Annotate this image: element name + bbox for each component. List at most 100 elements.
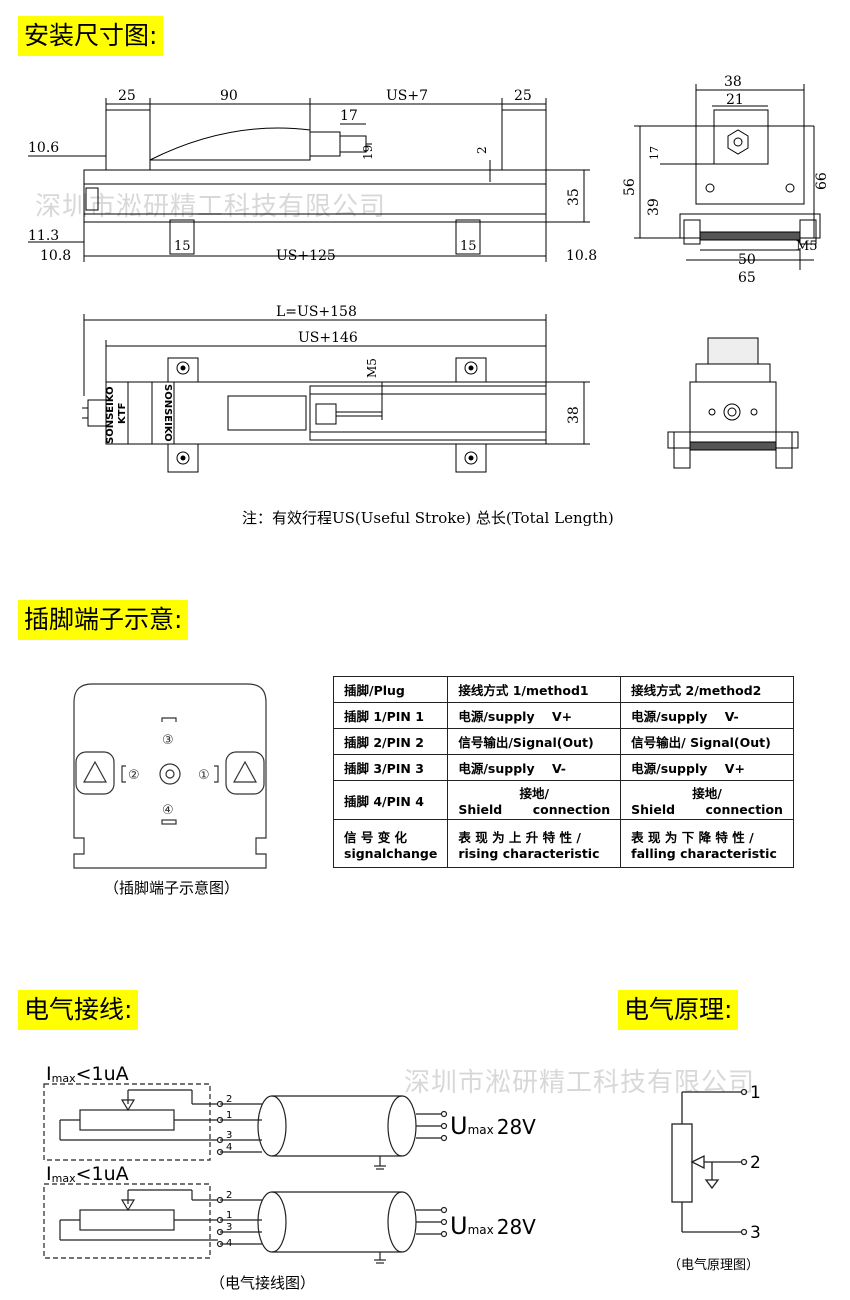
table-header-method2: 接线方式 2/method2 xyxy=(620,676,794,703)
wire-pin-2: 2 xyxy=(226,1094,232,1105)
table-row: 信 号 变 化 signalchange 表 现 为 上 升 特 性 / ris… xyxy=(332,819,794,868)
watermark-top: 深圳市淞研精工科技有限公司 xyxy=(35,192,387,222)
pin-3-label: ③ xyxy=(162,733,174,748)
side-dim-66: 66 xyxy=(814,172,830,190)
table-cell: 信号输出/ Signal(Out) xyxy=(620,728,794,755)
dim-10-6: 10.6 xyxy=(28,140,59,156)
table-cell: 接地/ Shield connection xyxy=(620,780,794,820)
section-install-title: 安装尺寸图: xyxy=(18,16,164,56)
principle-pin-3: 3 xyxy=(750,1223,761,1243)
side-dim-56: 56 xyxy=(622,178,638,196)
side-dim-21: 21 xyxy=(726,92,744,108)
dim-38-bottom: 38 xyxy=(566,406,582,424)
stroke-note: 注：有效行程US(Useful Stroke) 总长(Total Length) xyxy=(242,509,614,527)
pin-1-label: ① xyxy=(198,768,210,783)
cell-line: Shield connection xyxy=(458,802,611,817)
imax-label-2: Imax<1uA xyxy=(46,1163,129,1185)
dimension-drawing-side: 38 21 17 56 39 66 M5 50 65 xyxy=(622,74,830,286)
side-dim-m5: M5 xyxy=(796,239,818,254)
cell-line: falling characteristic xyxy=(631,845,777,861)
cell-line: 信 号 变 化 xyxy=(344,829,408,845)
table-cell: 信号输出/Signal(Out) xyxy=(447,728,622,755)
wire-pin-4: 4 xyxy=(226,1142,232,1153)
cell-line: 表 现 为 上 升 特 性 / xyxy=(458,829,581,845)
cell-line: Shield connection xyxy=(631,802,783,817)
principle-diagram: 1 2 3 xyxy=(671,1083,761,1243)
dim-11-3: 11.3 xyxy=(28,228,59,244)
watermark-bottom: 深圳市淞研精工科技有限公司 xyxy=(404,1068,756,1098)
side-dim-39: 39 xyxy=(646,198,662,216)
table-row: 插脚 3/PIN 3 电源/supply V- 电源/supply V+ xyxy=(332,754,794,781)
wiring-caption: （电气接线图） xyxy=(210,1274,316,1292)
table-cell: 电源/supply V+ xyxy=(447,702,622,729)
dim-15-left: 15 xyxy=(174,239,191,254)
table-cell: 表 现 为 上 升 特 性 / rising characteristic xyxy=(447,819,622,868)
wire-pin-2: 2 xyxy=(226,1190,232,1201)
dim-l-us-158: L=US+158 xyxy=(276,304,357,320)
section-wiring-title: 电气接线: xyxy=(18,990,139,1030)
wire-pin-3: 3 xyxy=(226,1130,232,1141)
principle-pin-2: 2 xyxy=(750,1153,761,1173)
side-dim-65: 65 xyxy=(738,270,756,286)
table-row: 插脚 4/PIN 4 接地/ Shield connection 接地/ Shi… xyxy=(332,780,794,820)
side-dim-50: 50 xyxy=(738,252,756,268)
label-brand: SONSEIKO xyxy=(105,386,116,444)
pin-diagram: ③ ④ ② ① xyxy=(73,683,267,869)
table-cell: 电源/supply V+ xyxy=(620,754,794,781)
cell-line: 接地/ xyxy=(519,786,550,801)
table-cell: 电源/supply V- xyxy=(620,702,794,729)
dim-90: 90 xyxy=(220,88,238,104)
dim-m5-bottom: M5 xyxy=(365,358,379,378)
dimension-drawing-front: 25 90 US+7 25 17 19 2 35 10.6 11.3 10.8 … xyxy=(28,88,597,264)
dim-17: 17 xyxy=(340,108,358,124)
dim-us-plus-146: US+146 xyxy=(298,330,358,346)
dim-us-plus-7: US+7 xyxy=(386,88,428,104)
label-brand-flipped: SONSEIKO xyxy=(162,384,173,442)
section-principle-title: 电气原理: xyxy=(618,990,739,1030)
table-cell: 电源/supply V- xyxy=(447,754,622,781)
dim-25-left: 25 xyxy=(118,88,136,104)
dim-19: 19 xyxy=(361,145,375,160)
cell-line: 表 现 为 下 降 特 性 / xyxy=(631,829,754,845)
table-cell: 插脚 2/PIN 2 xyxy=(332,728,449,755)
dim-15-right: 15 xyxy=(460,239,477,254)
dim-10-8-right: 10.8 xyxy=(566,248,597,264)
wire-pin-3: 3 xyxy=(226,1222,232,1233)
dim-us-plus-125: US+125 xyxy=(276,248,336,264)
wire-pin-4: 4 xyxy=(226,1238,232,1249)
wire-pin-1: 1 xyxy=(226,1210,232,1221)
side-dim-17: 17 xyxy=(648,146,661,160)
dimension-drawing-top-view: L=US+158 US+146 M5 38 SONSEIKO KTF SONSE… xyxy=(82,304,590,473)
isometric-view xyxy=(667,337,799,469)
dim-25-right: 25 xyxy=(514,88,532,104)
table-header-method1: 接线方式 1/method1 xyxy=(447,676,622,703)
table-row: 插脚/Plug 接线方式 1/method1 接线方式 2/method2 xyxy=(332,676,794,703)
pin-2-label: ② xyxy=(128,768,140,783)
pin-diagram-caption: （插脚端子示意图） xyxy=(104,879,240,897)
table-cell: 插脚 1/PIN 1 xyxy=(332,702,449,729)
dim-2: 2 xyxy=(475,146,489,154)
dim-10-8-left: 10.8 xyxy=(40,248,71,264)
wire-pin-1: 1 xyxy=(226,1110,232,1121)
table-cell: 接地/ Shield connection xyxy=(447,780,622,820)
table-header-plug: 插脚/Plug xyxy=(332,676,449,703)
table-row: 插脚 1/PIN 1 电源/supply V+ 电源/supply V- xyxy=(332,702,794,729)
dim-35: 35 xyxy=(566,188,582,206)
section-pins-title: 插脚端子示意: xyxy=(18,600,189,640)
pin-4-label: ④ xyxy=(162,803,174,818)
label-model: KTF xyxy=(117,403,128,424)
cell-line: signalchange xyxy=(344,845,438,861)
principle-caption: （电气原理图） xyxy=(668,1258,760,1273)
table-cell: 插脚 4/PIN 4 xyxy=(332,780,449,820)
pin-table: 插脚/Plug 接线方式 1/method1 接线方式 2/method2 插脚… xyxy=(332,676,794,868)
cell-line: rising characteristic xyxy=(458,845,600,861)
table-cell: 插脚 3/PIN 3 xyxy=(332,754,449,781)
table-row: 插脚 2/PIN 2 信号输出/Signal(Out) 信号输出/ Signal… xyxy=(332,728,794,755)
imax-label-1: Imax<1uA xyxy=(46,1063,129,1085)
cell-line: 接地/ xyxy=(692,786,722,801)
principle-pin-1: 1 xyxy=(750,1083,761,1103)
table-cell: 信 号 变 化 signalchange xyxy=(332,819,449,868)
